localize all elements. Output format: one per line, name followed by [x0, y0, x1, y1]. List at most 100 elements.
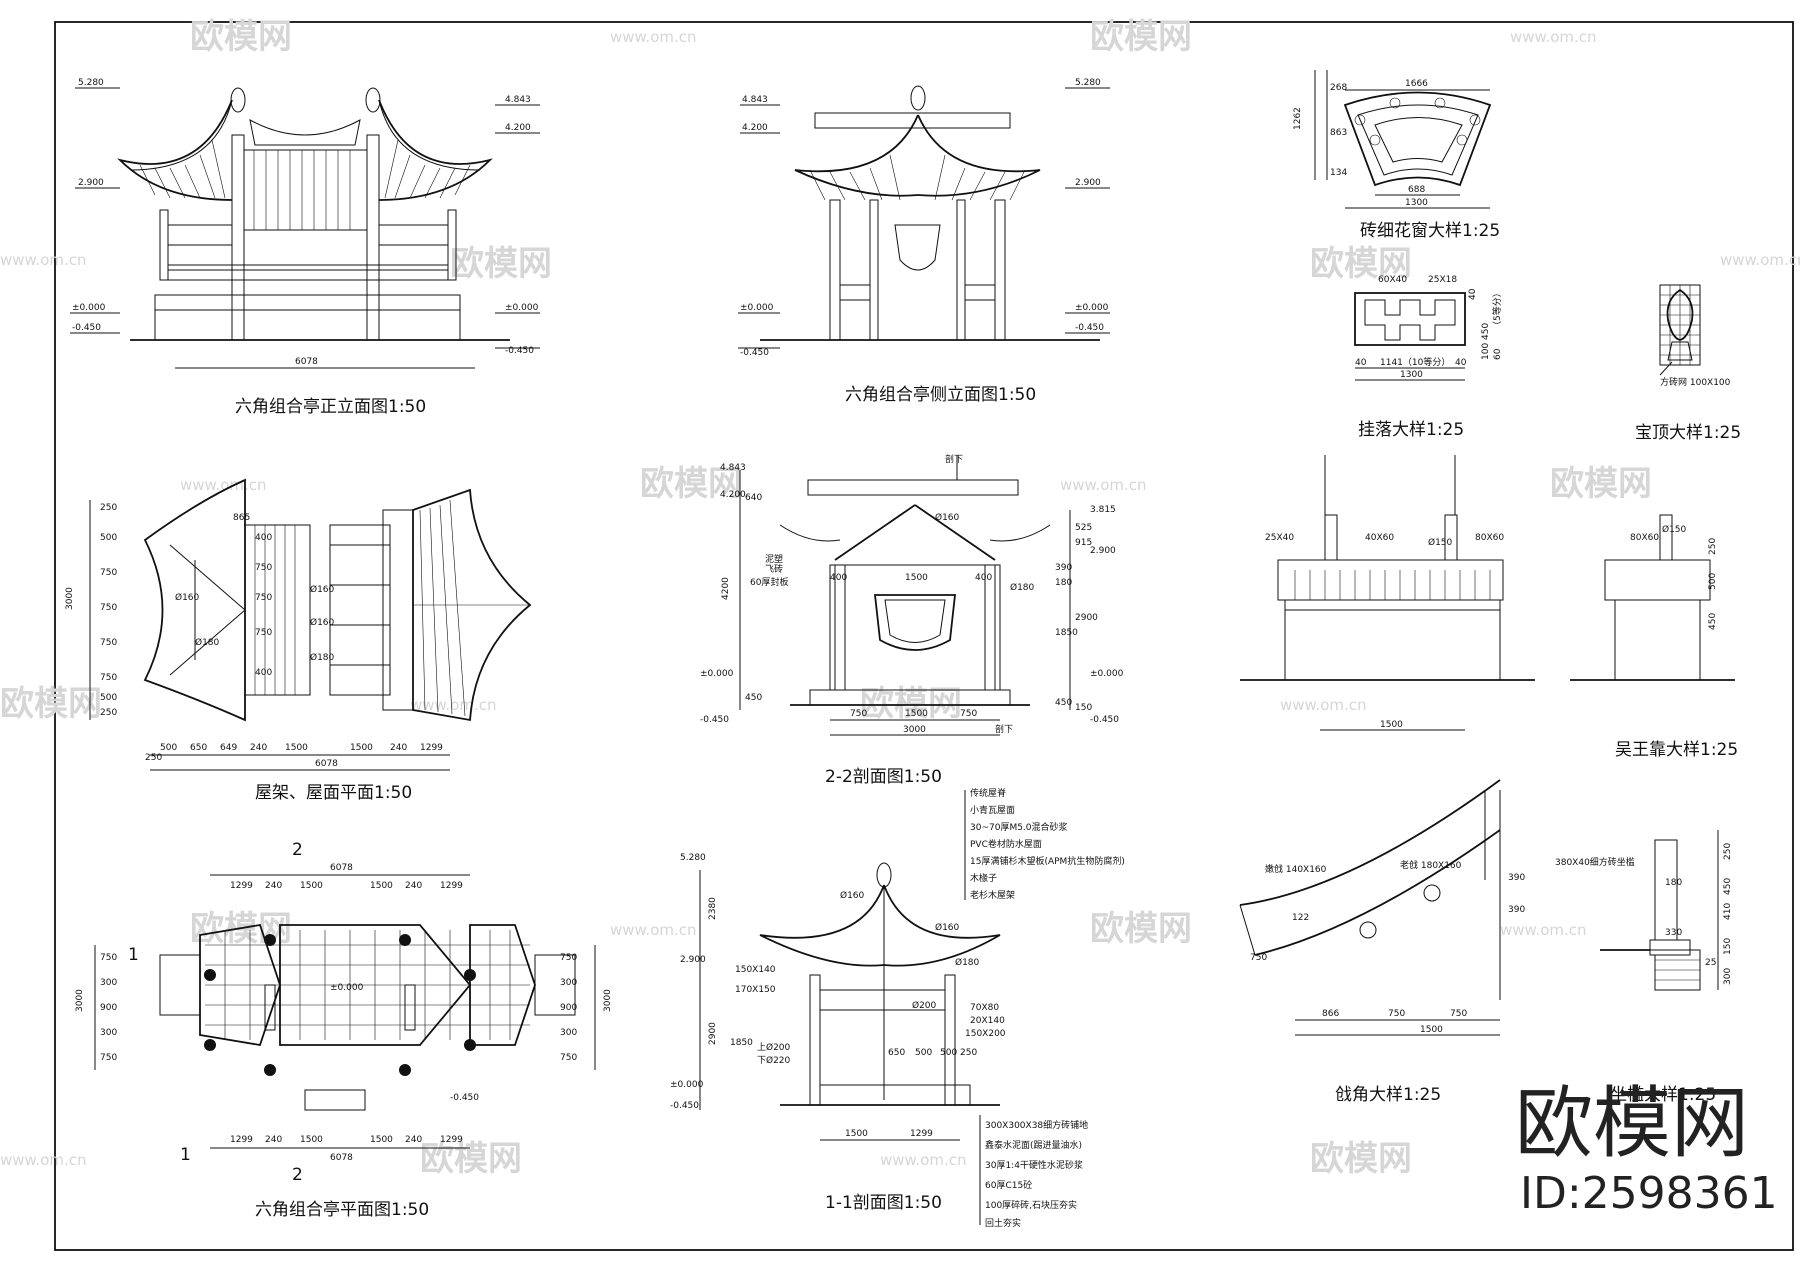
title-seat: 坐槛大样1:25	[1610, 1085, 1716, 1105]
svg-text:240: 240	[405, 1135, 422, 1145]
svg-text:240: 240	[265, 1135, 282, 1145]
floor-layer-notes: 300X300X38细方砖铺地 鑫泰水泥面(踢进量油水) 30厚1:4干硬性水泥…	[979, 1115, 1088, 1229]
svg-text:900: 900	[560, 1003, 577, 1013]
watermark-brand: 欧模网	[450, 244, 552, 284]
svg-text:PVC卷材防水屋面: PVC卷材防水屋面	[970, 838, 1042, 850]
svg-text:750: 750	[100, 603, 117, 613]
svg-text:410: 410	[1723, 903, 1733, 920]
title-section-1-1: 1-1剖面图1:50	[825, 1193, 942, 1213]
svg-text:下Ø220: 下Ø220	[757, 1055, 791, 1066]
svg-text:268: 268	[1330, 83, 1347, 93]
svg-text:450: 450	[745, 693, 762, 703]
svg-text:回土夯实: 回土夯实	[985, 1217, 1021, 1229]
svg-text:1141（10等分）: 1141（10等分）	[1380, 356, 1450, 368]
svg-text:3000: 3000	[65, 587, 75, 610]
svg-text:2900: 2900	[708, 1022, 718, 1045]
svg-text:750: 750	[255, 563, 272, 573]
front-elevation: 5.280 2.900 ±0.000 -0.450 4.843 4.200 ±0…	[70, 78, 540, 417]
finial-detail: 方砖网 100X100 宝顶大样1:25	[1635, 284, 1741, 443]
svg-text:300: 300	[1723, 968, 1733, 985]
svg-text:2900: 2900	[1075, 613, 1098, 623]
svg-text:500: 500	[160, 743, 177, 753]
watermark-url: www.om.cn	[610, 921, 697, 939]
svg-text:1299: 1299	[230, 1135, 253, 1145]
watermark-brand: 欧模网	[640, 464, 742, 504]
corner-detail: 老戗 180X160 嫩戗 140X160 122 750 390 390 86…	[1239, 779, 1525, 1105]
svg-text:1262: 1262	[1293, 107, 1303, 130]
svg-text:±0.000: ±0.000	[670, 1080, 704, 1090]
svg-text:180: 180	[1665, 878, 1682, 888]
svg-text:25X18: 25X18	[1428, 275, 1457, 285]
svg-text:小青瓦屋面: 小青瓦屋面	[970, 804, 1015, 816]
watermark-url: www.om.cn	[1060, 476, 1147, 494]
svg-text:750: 750	[1250, 953, 1267, 963]
svg-text:750: 750	[1450, 1009, 1467, 1019]
svg-text:1500: 1500	[370, 1135, 393, 1145]
svg-text:Ø200: Ø200	[912, 1000, 937, 1011]
brand-logo-text: 欧模网	[1515, 1079, 1749, 1169]
svg-text:900: 900	[100, 1003, 117, 1013]
watermark-brand: 欧模网	[1090, 909, 1192, 949]
hanging-panel-detail: 60X40 25X18 40 1141（10等分） 40 1300 450 40…	[1354, 275, 1503, 440]
watermark-brand: 欧模网	[1310, 244, 1412, 284]
svg-text:-0.450: -0.450	[670, 1101, 699, 1111]
title-hanging-panel: 挂落大样1:25	[1358, 420, 1464, 440]
bench-backrest-detail: 25X40 40X60 Ø150 80X60 1500 80X60 Ø150 2…	[1240, 455, 1738, 760]
svg-text:500: 500	[1708, 573, 1718, 590]
svg-text:1299: 1299	[230, 881, 253, 891]
svg-text:150: 150	[1723, 938, 1733, 955]
svg-text:15厚满铺杉木望板(APM抗生物防腐剂): 15厚满铺杉木望板(APM抗生物防腐剂)	[970, 855, 1125, 867]
svg-text:300X300X38细方砖铺地: 300X300X38细方砖铺地	[985, 1119, 1088, 1131]
svg-text:1299: 1299	[910, 1129, 933, 1139]
title-section-2-2: 2-2剖面图1:50	[825, 767, 942, 787]
svg-text:250: 250	[1708, 538, 1718, 555]
svg-text:30厚1:4干硬性水泥砂浆: 30厚1:4干硬性水泥砂浆	[985, 1159, 1083, 1171]
svg-text:木椽子: 木椽子	[970, 872, 997, 884]
svg-text:6078: 6078	[330, 863, 353, 873]
svg-text:30~70厚M5.0混合砂浆: 30~70厚M5.0混合砂浆	[970, 821, 1068, 833]
svg-text:1500: 1500	[300, 881, 323, 891]
svg-text:640: 640	[745, 493, 762, 503]
svg-text:Ø180: Ø180	[955, 957, 980, 968]
seat-detail: 380X40细方砖坐槛 250 450 410 150 300 330 180 …	[1555, 830, 1733, 1105]
svg-text:4.843: 4.843	[742, 95, 768, 105]
svg-text:1500: 1500	[285, 743, 308, 753]
svg-text:3000: 3000	[603, 989, 613, 1012]
sheet-border	[54, 21, 1794, 1251]
svg-text:20X140: 20X140	[970, 1016, 1005, 1026]
svg-text:-0.450: -0.450	[1090, 715, 1119, 725]
section-2-2: 4.843 4.200 640 4200 450 ±0.000 -0.450 泥…	[700, 453, 1124, 787]
svg-text:±0.000: ±0.000	[330, 983, 364, 993]
svg-text:-0.450: -0.450	[450, 1093, 479, 1103]
svg-text:传统屋脊: 传统屋脊	[970, 787, 1006, 799]
svg-text:±0.000: ±0.000	[700, 669, 734, 679]
svg-text:750: 750	[100, 568, 117, 578]
svg-text:Ø160: Ø160	[310, 617, 335, 628]
svg-text:1850: 1850	[1055, 628, 1078, 638]
svg-text:2.900: 2.900	[680, 955, 706, 965]
svg-text:40: 40	[1455, 358, 1467, 368]
svg-text:1299: 1299	[440, 1135, 463, 1145]
svg-text:4.200: 4.200	[505, 123, 531, 133]
svg-text:915: 915	[1075, 538, 1092, 548]
watermark-url: www.om.cn	[410, 696, 497, 714]
svg-text:25: 25	[1705, 958, 1716, 968]
svg-text:6078: 6078	[315, 759, 338, 769]
svg-text:750: 750	[100, 638, 117, 648]
svg-text:750: 750	[100, 1053, 117, 1063]
svg-text:500: 500	[100, 533, 117, 543]
watermark-brand: 欧模网	[0, 684, 102, 724]
svg-text:Ø160: Ø160	[840, 890, 865, 901]
svg-text:1500: 1500	[350, 743, 373, 753]
svg-text:Ø160: Ø160	[935, 512, 960, 523]
watermark-url: www.om.cn	[610, 28, 697, 46]
svg-text:2.900: 2.900	[1075, 178, 1101, 188]
svg-text:330: 330	[1665, 928, 1682, 938]
svg-text:Ø160: Ø160	[310, 584, 335, 595]
svg-text:390: 390	[1508, 905, 1525, 915]
svg-text:1500: 1500	[1380, 720, 1403, 730]
svg-text:122: 122	[1292, 913, 1309, 923]
svg-text:250: 250	[960, 1048, 977, 1058]
title-side-elevation: 六角组合亭侧立面图1:50	[845, 385, 1036, 405]
svg-text:865: 865	[233, 513, 250, 523]
